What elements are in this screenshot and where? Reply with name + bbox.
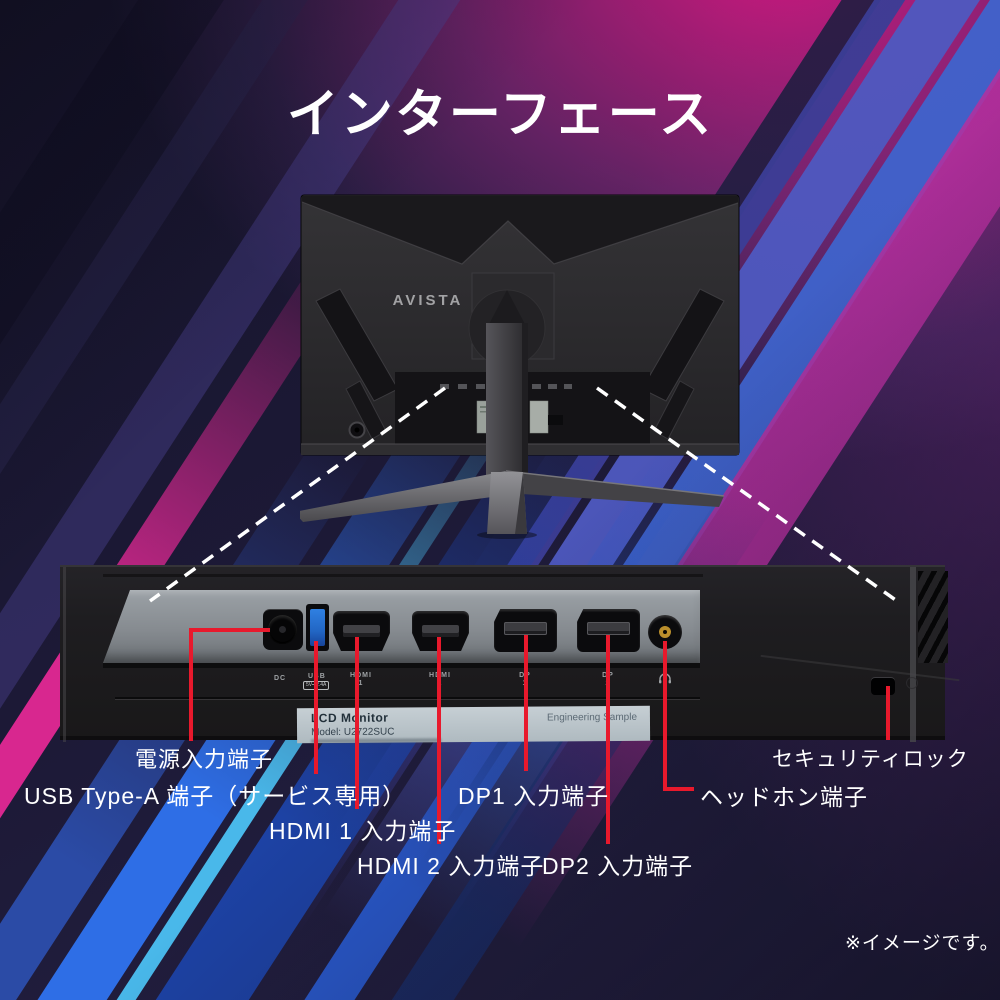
brand-logo: AVISTA <box>393 292 464 309</box>
image-disclaimer: ※イメージです。 <box>845 933 1000 954</box>
callout-label-headphone: ヘッドホン端子 <box>700 784 868 810</box>
port-glyph-hdmi2-num: 2 <box>437 680 443 687</box>
ports-closeup-photo: DC USB 5V⎓2.4A HDMI 1 HDMI 2 DP 1 DP 2 L… <box>60 565 960 744</box>
vent-grille <box>918 571 948 663</box>
page-title: インターフェース <box>286 86 714 144</box>
panel-side-highlight <box>910 567 916 742</box>
sticker-sample: Engineering Sample <box>546 711 638 724</box>
usb-rating-label: 5V⎓2.4A <box>303 681 330 690</box>
panel-groove <box>103 574 703 577</box>
sticker-model: Model: U2722SUC <box>311 726 395 739</box>
security-lock-slot <box>871 678 895 695</box>
dp1-port <box>494 609 557 652</box>
callout-label-dp1: DP1 入力端子 <box>458 783 610 809</box>
monitor-back-illustration: AVISTA <box>300 194 740 539</box>
hdmi1-port <box>333 611 390 651</box>
dc-power-port <box>263 609 303 650</box>
port-glyph-dc: DC <box>274 675 287 682</box>
rear-label-sticker <box>529 400 549 434</box>
port-glyph-hdmi1: HDMI <box>350 672 372 679</box>
callout-label-hdmi1: HDMI 1 入力端子 <box>269 818 457 844</box>
hdmi2-port <box>412 611 469 651</box>
model-sticker: LCD Monitor Model: U2722SUC Engineering … <box>296 705 651 744</box>
port-glyph-hdmi2: HDMI <box>429 672 451 679</box>
callout-label-dp2: DP2 入力端子 <box>542 853 694 879</box>
dp2-port <box>577 609 640 652</box>
callout-label-usb: USB Type-A 端子（サービス専用） <box>24 783 407 809</box>
port-glyph-dp1-num: 1 <box>522 680 528 687</box>
headphone-icon <box>659 673 671 684</box>
panel-left-edge <box>63 567 66 742</box>
port-glyph-dp2-num: 2 <box>605 680 611 687</box>
bezel-step <box>115 697 700 699</box>
kensington-lock-icon <box>906 677 918 689</box>
port-glyph-dp2: DP <box>602 672 614 679</box>
headphone-jack <box>648 615 682 649</box>
port-glyph-dp1: DP <box>519 672 531 679</box>
sticker-title: LCD Monitor <box>310 710 389 726</box>
port-glyph-usb: USB <box>308 673 326 680</box>
callout-label-security-lock: セキュリティロック <box>772 748 969 771</box>
wall-shadow <box>103 663 700 668</box>
usb-a-port <box>306 604 329 651</box>
callout-label-power: 電源入力端子 <box>135 747 274 772</box>
port-glyph-hdmi1-num: 1 <box>358 680 364 687</box>
callout-label-hdmi2: HDMI 2 入力端子 <box>357 853 545 879</box>
